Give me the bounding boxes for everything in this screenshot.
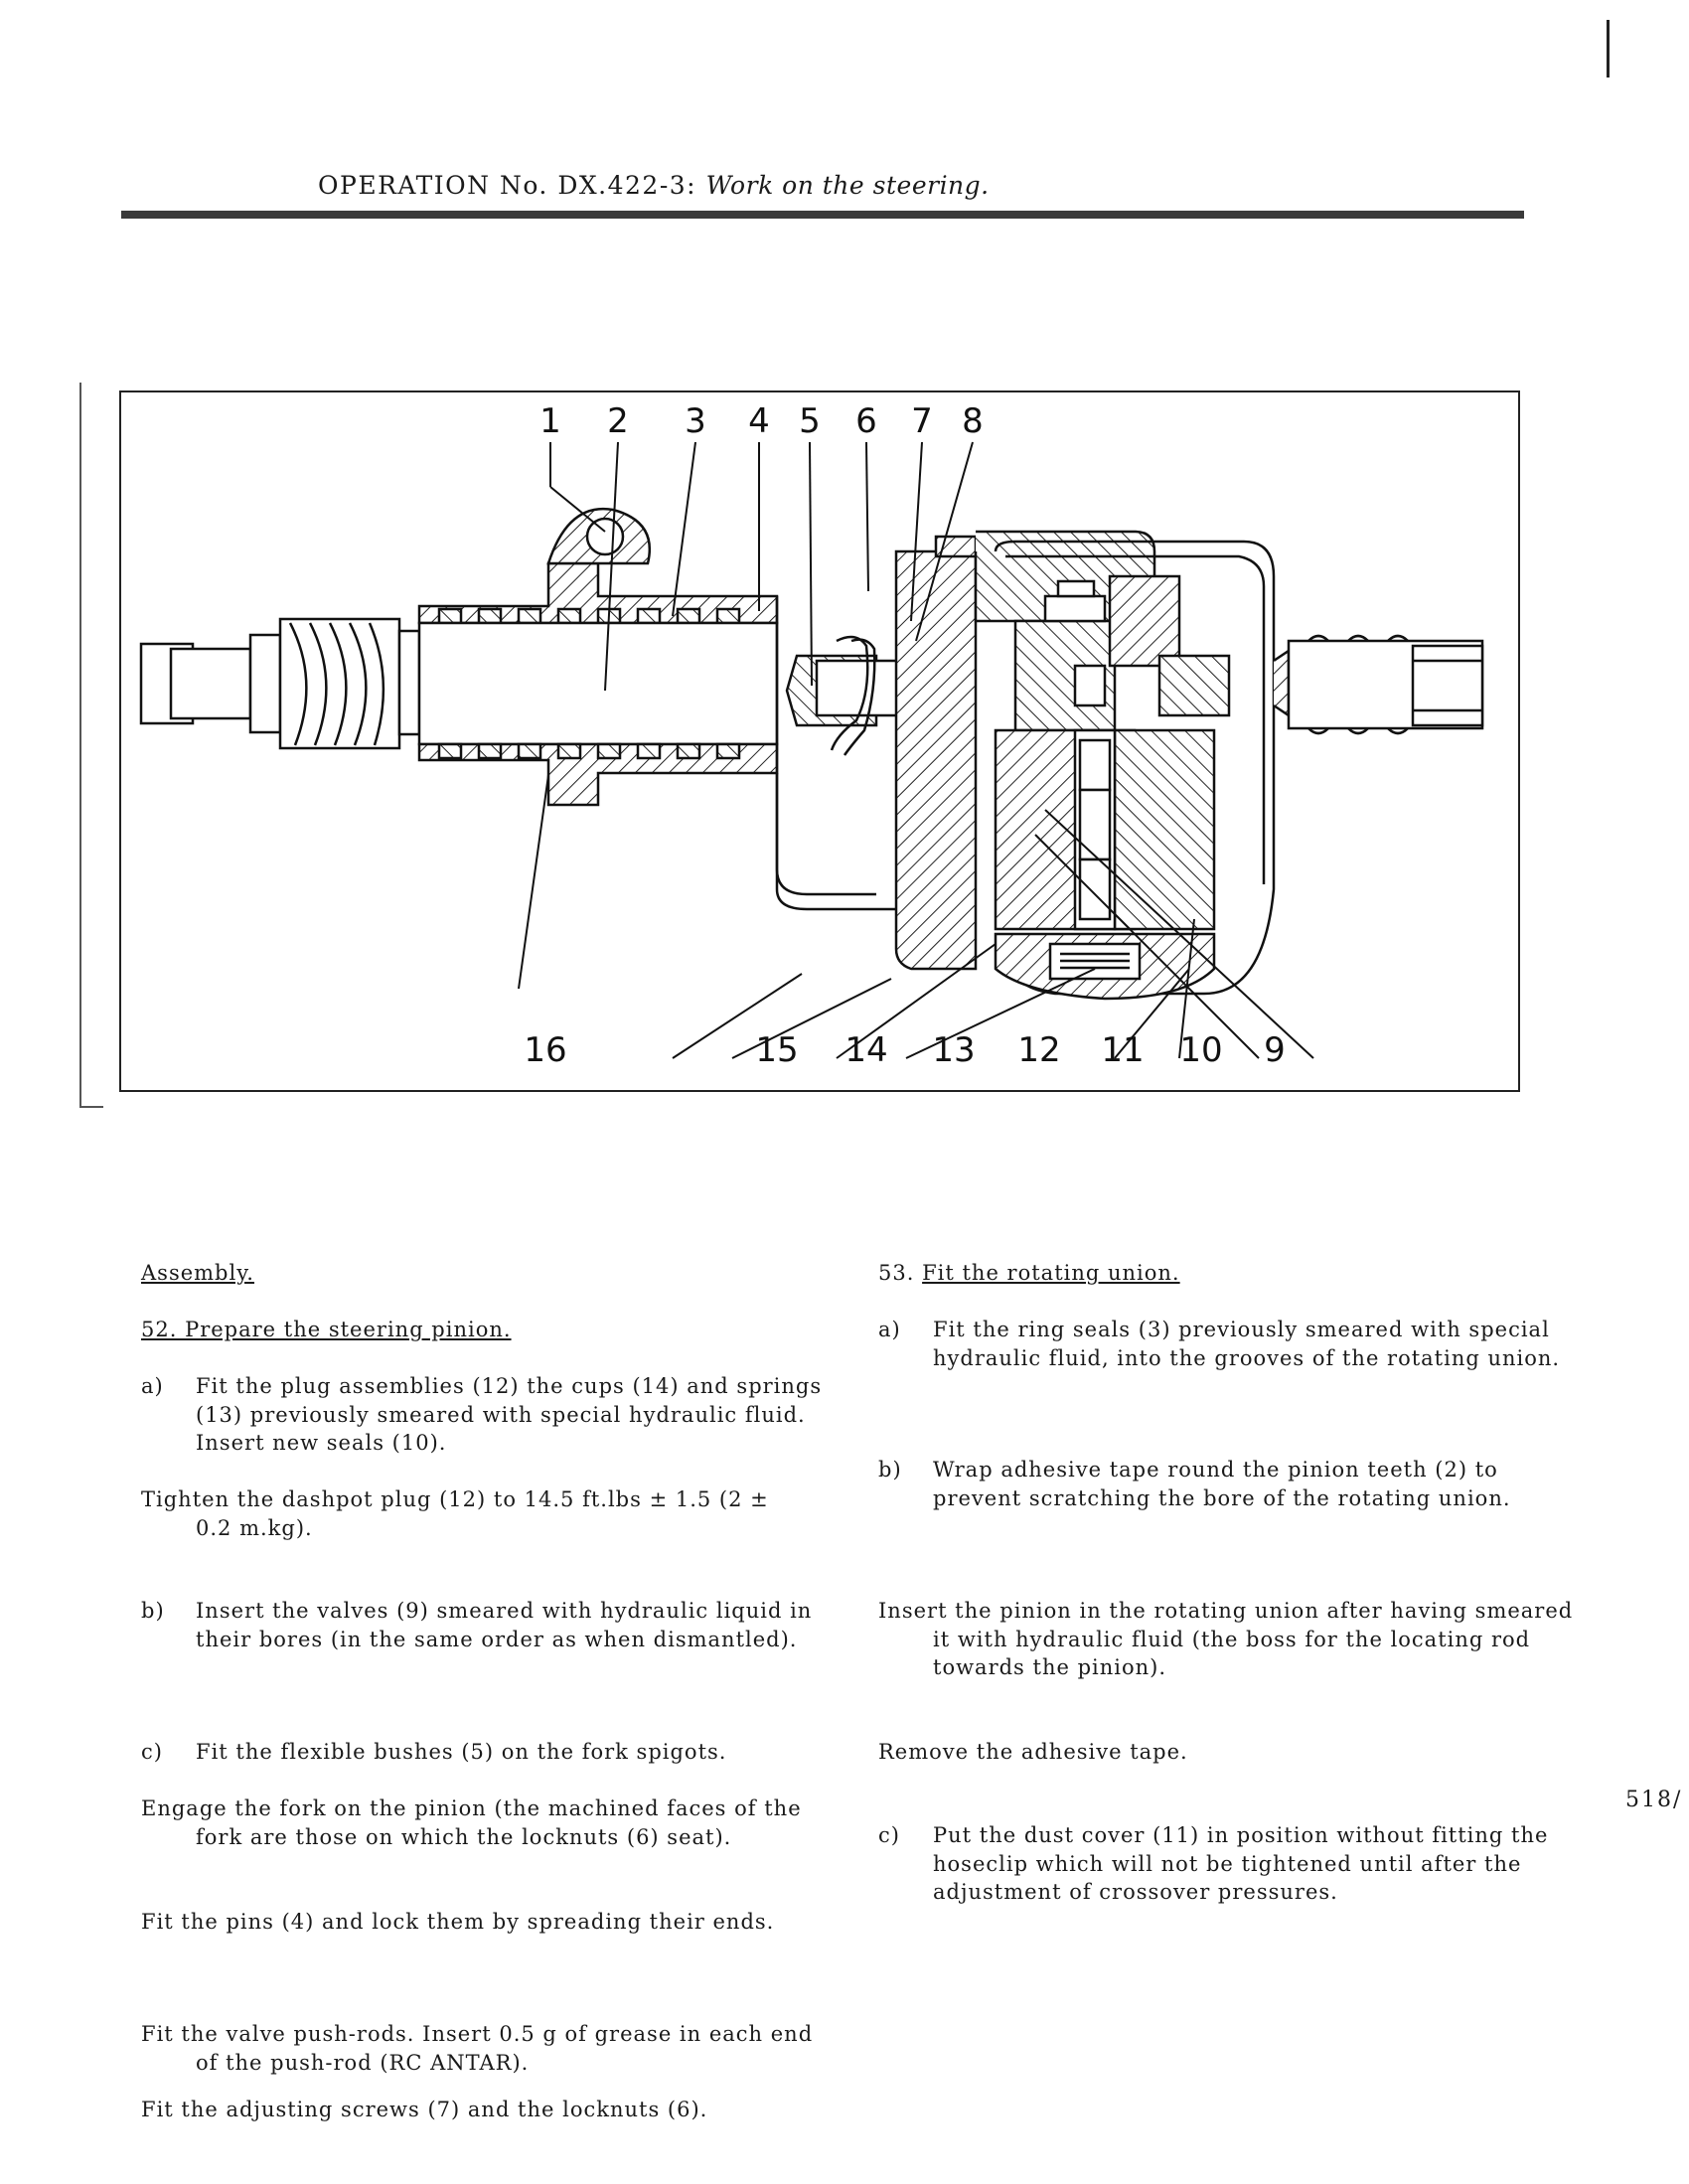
pins-note: Fit the pins (4) and lock them by spread… xyxy=(141,1910,775,1934)
insert-note: Insert the pinion in the rotating union … xyxy=(878,1599,1574,1679)
item-text: Wrap adhesive tape round the pinion teet… xyxy=(933,1458,1511,1510)
callout-4: 4 xyxy=(748,401,770,441)
callout-16: 16 xyxy=(524,1030,566,1070)
item-label: b) xyxy=(878,1458,902,1482)
remove-note: Remove the adhesive tape. xyxy=(878,1740,1188,1764)
step-52-a: a) Fit the plug assemblies (12) the cups… xyxy=(141,1372,832,1458)
item-label: c) xyxy=(878,1823,900,1847)
margin-tick xyxy=(79,1106,103,1108)
callout-11: 11 xyxy=(1101,1030,1144,1070)
callout-3: 3 xyxy=(685,401,706,441)
top-right-mark xyxy=(1607,20,1610,78)
callout-2: 2 xyxy=(607,401,629,441)
item-label: b) xyxy=(141,1599,165,1623)
callout-8: 8 xyxy=(962,401,984,441)
screws-note: Fit the adjusting screws (7) and the loc… xyxy=(141,2098,708,2121)
step-53-a: a) Fit the ring seals (3) previously sme… xyxy=(878,1316,1589,1372)
callout-7: 7 xyxy=(911,401,933,441)
pushrods-note: Fit the valve push-rods. Insert 0.5 g of… xyxy=(141,2022,814,2075)
callout-5: 5 xyxy=(799,401,821,441)
callout-15: 15 xyxy=(755,1030,798,1070)
step-53-title: 53. Fit the rotating union. xyxy=(878,1261,1180,1285)
item-text: Insert the valves (9) smeared with hydra… xyxy=(196,1599,813,1651)
tighten-note: Tighten the dashpot plug (12) to 14.5 ft… xyxy=(141,1487,769,1540)
callout-1: 1 xyxy=(539,401,561,441)
steering-pinion-figure: 1 2 3 4 5 6 7 8 16 15 14 13 12 11 10 9 xyxy=(119,390,1520,1092)
callout-10: 10 xyxy=(1179,1030,1222,1070)
item-label: a) xyxy=(141,1374,164,1398)
page-header: OPERATION No. DX.422-3: Work on the stee… xyxy=(318,171,990,200)
callout-9: 9 xyxy=(1264,1030,1286,1070)
item-text: Fit the ring seals (3) previously smeare… xyxy=(933,1318,1561,1370)
callout-14: 14 xyxy=(844,1030,887,1070)
margin-line xyxy=(79,383,81,1108)
section-title: Assembly. xyxy=(141,1261,254,1285)
callout-13: 13 xyxy=(932,1030,975,1070)
item-label: a) xyxy=(878,1318,901,1341)
left-column: Assembly. 52. Prepare the steering pinio… xyxy=(141,1259,821,2133)
item-label: c) xyxy=(141,1740,163,1764)
header-rule xyxy=(121,211,1524,219)
right-column: 53. Fit the rotating union. a) Fit the r… xyxy=(878,1259,1572,1915)
step-52-b: b) Insert the valves (9) smeared with hy… xyxy=(141,1597,832,1653)
operation-title: Work on the steering. xyxy=(705,171,990,200)
callout-12: 12 xyxy=(1017,1030,1060,1070)
callout-6: 6 xyxy=(855,401,877,441)
step-53-b: b) Wrap adhesive tape round the pinion t… xyxy=(878,1456,1589,1512)
step-52-c: c) Fit the flexible bushes (5) on the fo… xyxy=(141,1738,832,1767)
item-text: Put the dust cover (11) in position with… xyxy=(933,1823,1549,1904)
engage-note: Engage the fork on the pinion (the machi… xyxy=(141,1796,802,1849)
step-52-title: 52. Prepare the steering pinion. xyxy=(141,1318,512,1341)
cross-section-diagram: 1 2 3 4 5 6 7 8 16 15 14 13 12 11 10 9 xyxy=(139,401,1484,1070)
item-text: Fit the plug assemblies (12) the cups (1… xyxy=(196,1374,823,1455)
item-text: Fit the flexible bushes (5) on the fork … xyxy=(196,1740,727,1764)
operation-number: OPERATION No. DX.422-3: xyxy=(318,171,697,200)
page-number: 518/ xyxy=(1625,1788,1683,1812)
step-53-c: c) Put the dust cover (11) in position w… xyxy=(878,1821,1589,1907)
